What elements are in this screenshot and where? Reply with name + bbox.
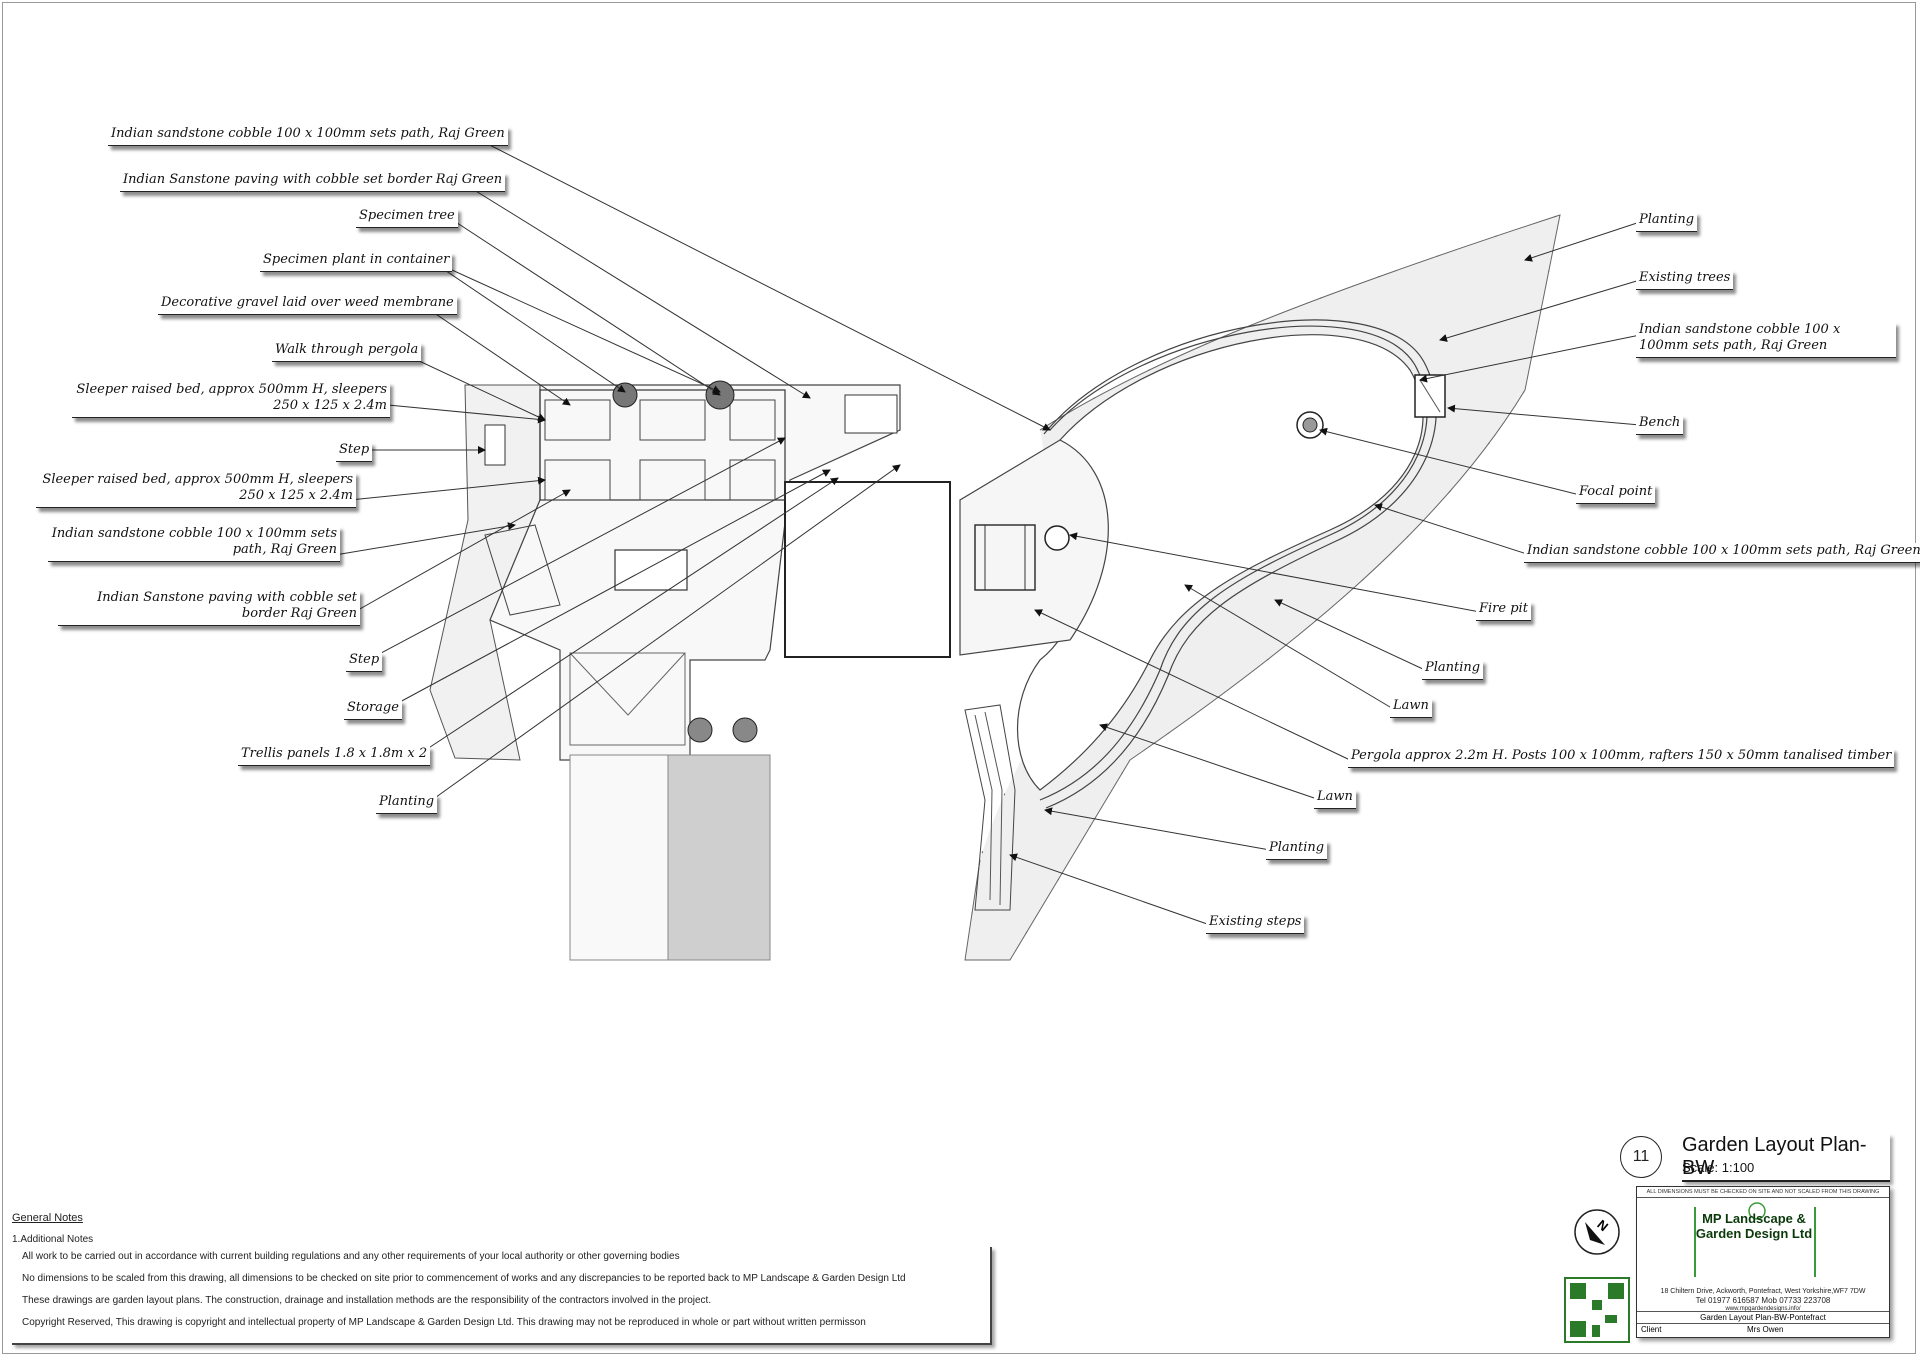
lawn-area xyxy=(1017,334,1424,791)
lower-paving-dark xyxy=(667,754,771,961)
label-step-2: Step xyxy=(346,652,383,672)
label-sandstone-cobble-path-right: Indian sandstone cobble 100 x 100mm sets… xyxy=(1524,543,1920,563)
label-trellis-panels: Trellis panels 1.8 x 1.8m x 2 xyxy=(238,746,431,766)
drawing-scale: Scale: 1:100 xyxy=(1682,1160,1755,1175)
label-lawn-1: Lawn xyxy=(1390,698,1432,718)
fire-pit-circle xyxy=(1044,525,1070,551)
label-sandstone-cobble-path-top: Indian sandstone cobble 100 x 100mm sets… xyxy=(108,126,508,146)
label-sleeper-bed-1: Sleeper raised bed, approx 500mm H, slee… xyxy=(72,382,390,418)
company-name: MP Landscape & Garden Design Ltd xyxy=(1695,1211,1813,1241)
label-sandstone-cobble-sets-right: Indian sandstone cobble 100 x 100mm sets… xyxy=(1636,322,1896,358)
label-specimen-plant-container: Specimen plant in container xyxy=(260,252,453,272)
label-sanstone-paving-border-top: Indian Sanstone paving with cobble set b… xyxy=(120,172,506,192)
general-notes-heading: General Notes xyxy=(12,1212,83,1224)
company-box: ALL DIMENSIONS MUST BE CHECKED ON SITE A… xyxy=(1636,1186,1890,1338)
label-planting-mid-right: Planting xyxy=(1422,660,1484,680)
label-pergola: Pergola approx 2.2m H. Posts 100 x 100mm… xyxy=(1348,748,1895,768)
note-item: Copyright Reserved, This drawing is copy… xyxy=(22,1317,866,1328)
company-phone: Tel 01977 616587 Mob 07733 223708 xyxy=(1695,1296,1831,1305)
additional-notes-heading: 1.Additional Notes xyxy=(12,1234,94,1245)
note-item: These drawings are garden layout plans. … xyxy=(22,1295,712,1306)
label-existing-trees: Existing trees xyxy=(1636,270,1734,290)
label-decorative-gravel: Decorative gravel laid over weed membran… xyxy=(158,295,457,315)
label-bench: Bench xyxy=(1636,415,1684,435)
label-planting-top-right: Planting xyxy=(1636,212,1698,232)
client-row: Client Mrs Owen xyxy=(1637,1323,1889,1334)
leader-lines xyxy=(334,134,1641,926)
lower-paving-left xyxy=(569,754,671,961)
general-notes: General Notes 1.Additional Notes All wor… xyxy=(12,1212,992,1345)
label-planting-left: Planting xyxy=(376,794,438,814)
company-contact: 18 Chiltern Drive, Ackworth, Pontefract,… xyxy=(1637,1287,1889,1314)
note-item: All work to be carried out in accordance… xyxy=(22,1251,680,1262)
label-planting-low-right: Planting xyxy=(1266,840,1328,860)
curved-cobble-path xyxy=(1039,325,1428,801)
existing-steps-shape xyxy=(964,704,1016,911)
pergola-structure xyxy=(974,524,1036,591)
storage-shed xyxy=(844,394,898,434)
client-label: Client xyxy=(1641,1325,1662,1334)
house-building xyxy=(784,481,951,658)
label-focal-point: Focal point xyxy=(1576,484,1656,504)
shed-roof xyxy=(569,652,686,746)
label-sleeper-bed-2: Sleeper raised bed, approx 500mm H, slee… xyxy=(36,472,356,508)
label-fire-pit: Fire pit xyxy=(1476,601,1531,621)
sheet-number: 11 xyxy=(1620,1136,1662,1178)
dining-table xyxy=(614,549,688,591)
label-sandstone-cobble-sets-left: Indian sandstone cobble 100 x 100mm sets… xyxy=(48,526,340,562)
notes-box: All work to be carried out in accordance… xyxy=(12,1247,992,1345)
drawing-title: Garden Layout Plan-BW xyxy=(1682,1134,1890,1182)
label-storage: Storage xyxy=(344,700,402,720)
label-specimen-tree: Specimen tree xyxy=(356,208,458,228)
company-address: 18 Chiltern Drive, Ackworth, Pontefract,… xyxy=(1660,1288,1866,1295)
note-item: No dimensions to be scaled from this dra… xyxy=(22,1273,906,1284)
north-arrow-icon xyxy=(1574,1209,1620,1255)
title-block: 11 Garden Layout Plan-BW Scale: 1:100 AL… xyxy=(1620,1134,1890,1339)
step-mark xyxy=(484,424,506,466)
label-lawn-2: Lawn xyxy=(1314,789,1356,809)
company-logo-icon xyxy=(1694,1202,1816,1277)
label-step-1: Step xyxy=(336,442,373,462)
label-walk-through-pergola: Walk through pergola xyxy=(272,342,422,362)
label-existing-steps: Existing steps xyxy=(1206,914,1305,934)
company-website: www.mpgardendesigns.info/ xyxy=(1725,1306,1801,1312)
label-sanstone-paving-border-left: Indian Sanstone paving with cobble set b… xyxy=(58,590,360,626)
dimension-warning: ALL DIMENSIONS MUST BE CHECKED ON SITE A… xyxy=(1637,1187,1889,1198)
client-name: Mrs Owen xyxy=(1747,1325,1784,1334)
qr-code-icon xyxy=(1564,1277,1630,1343)
drawing-name: Garden Layout Plan-BW-Pontefract xyxy=(1637,1311,1889,1322)
